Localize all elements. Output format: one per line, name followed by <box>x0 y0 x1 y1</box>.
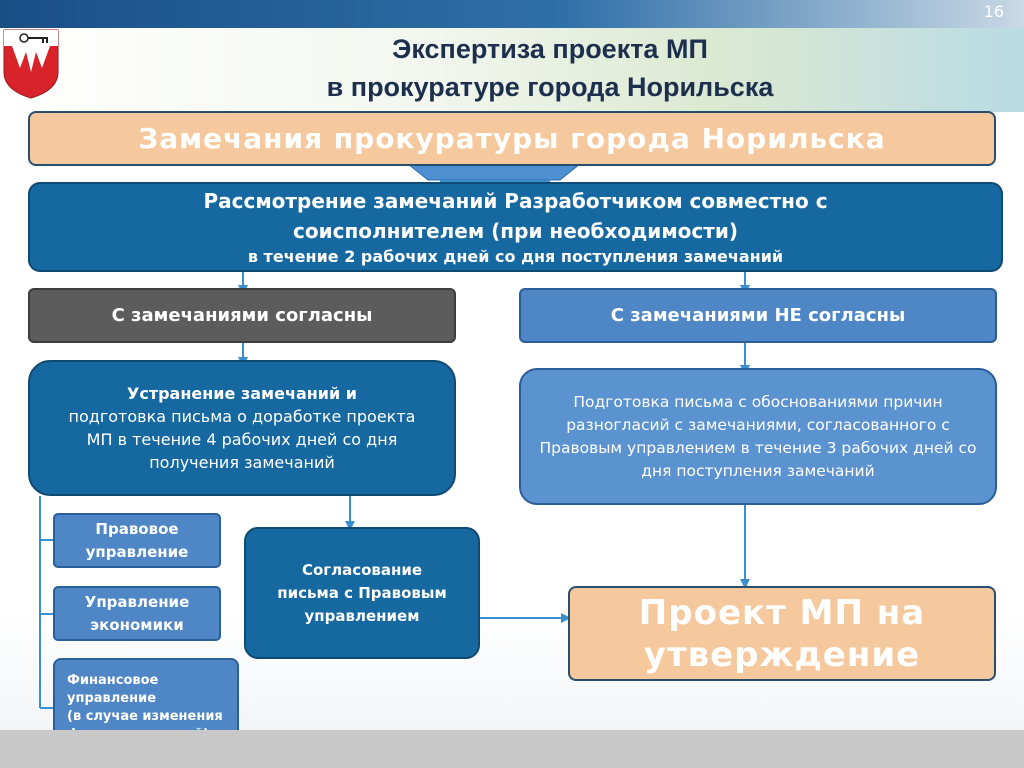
fix-bold-text: Устранение замечаний и <box>127 384 357 403</box>
legal-department-text: Правовое управление <box>85 519 189 561</box>
review-line-3: в течение 2 рабочих дней со дня поступле… <box>247 247 784 266</box>
disagree-box: С замечаниями НЕ согласны <box>519 288 997 343</box>
project-approval-box: Проект МП на утверждение <box>568 586 996 681</box>
remarks-box: Замечания прокуратуры города Норильска <box>28 111 996 166</box>
fix-box: Устранение замечаний и подготовка письма… <box>28 360 456 496</box>
letter-text: Подготовка письма с обоснованиями причин… <box>539 392 977 480</box>
approval-letter-text: Согласование письма с Правовым управлени… <box>277 560 447 625</box>
norilsk-coat-of-arms-icon <box>3 29 59 99</box>
review-line-2: соисполнителем (при необходимости) <box>292 219 739 243</box>
agree-text: С замечаниями согласны <box>111 305 373 326</box>
economy-department-text: Управление экономики <box>84 592 190 634</box>
slide-title-line-2: в прокуратуре города Норильска <box>326 72 774 102</box>
bottom-strip <box>0 730 1024 768</box>
agree-box: С замечаниями согласны <box>28 288 456 343</box>
top-bar: 16 <box>0 0 1024 28</box>
slide-number: 16 <box>983 2 1004 21</box>
title-band <box>0 28 1024 112</box>
fix-text: подготовка письма о доработке проекта МП… <box>68 407 416 472</box>
economy-department-box: Управление экономики <box>53 586 221 641</box>
legal-department-box: Правовое управление <box>53 513 221 568</box>
project-approval-text: Проект МП на утверждение <box>638 592 926 675</box>
slide-title: Экспертиза проекта МП в прокуратуре горо… <box>170 30 930 106</box>
remarks-text: Замечания прокуратуры города Норильска <box>138 122 886 155</box>
funnel-arrow-icon <box>406 163 582 181</box>
review-box: Рассмотрение замечаний Разработчиком сов… <box>28 182 1003 272</box>
approval-letter-box: Согласование письма с Правовым управлени… <box>244 527 480 659</box>
slide-title-line-1: Экспертиза проекта МП <box>392 34 708 64</box>
finance-department-text: Финансовое управление <box>67 673 159 706</box>
disagree-text: С замечаниями НЕ согласны <box>610 305 906 326</box>
letter-box: Подготовка письма с обоснованиями причин… <box>519 368 997 505</box>
review-line-1: Рассмотрение замечаний Разработчиком сов… <box>203 189 828 213</box>
